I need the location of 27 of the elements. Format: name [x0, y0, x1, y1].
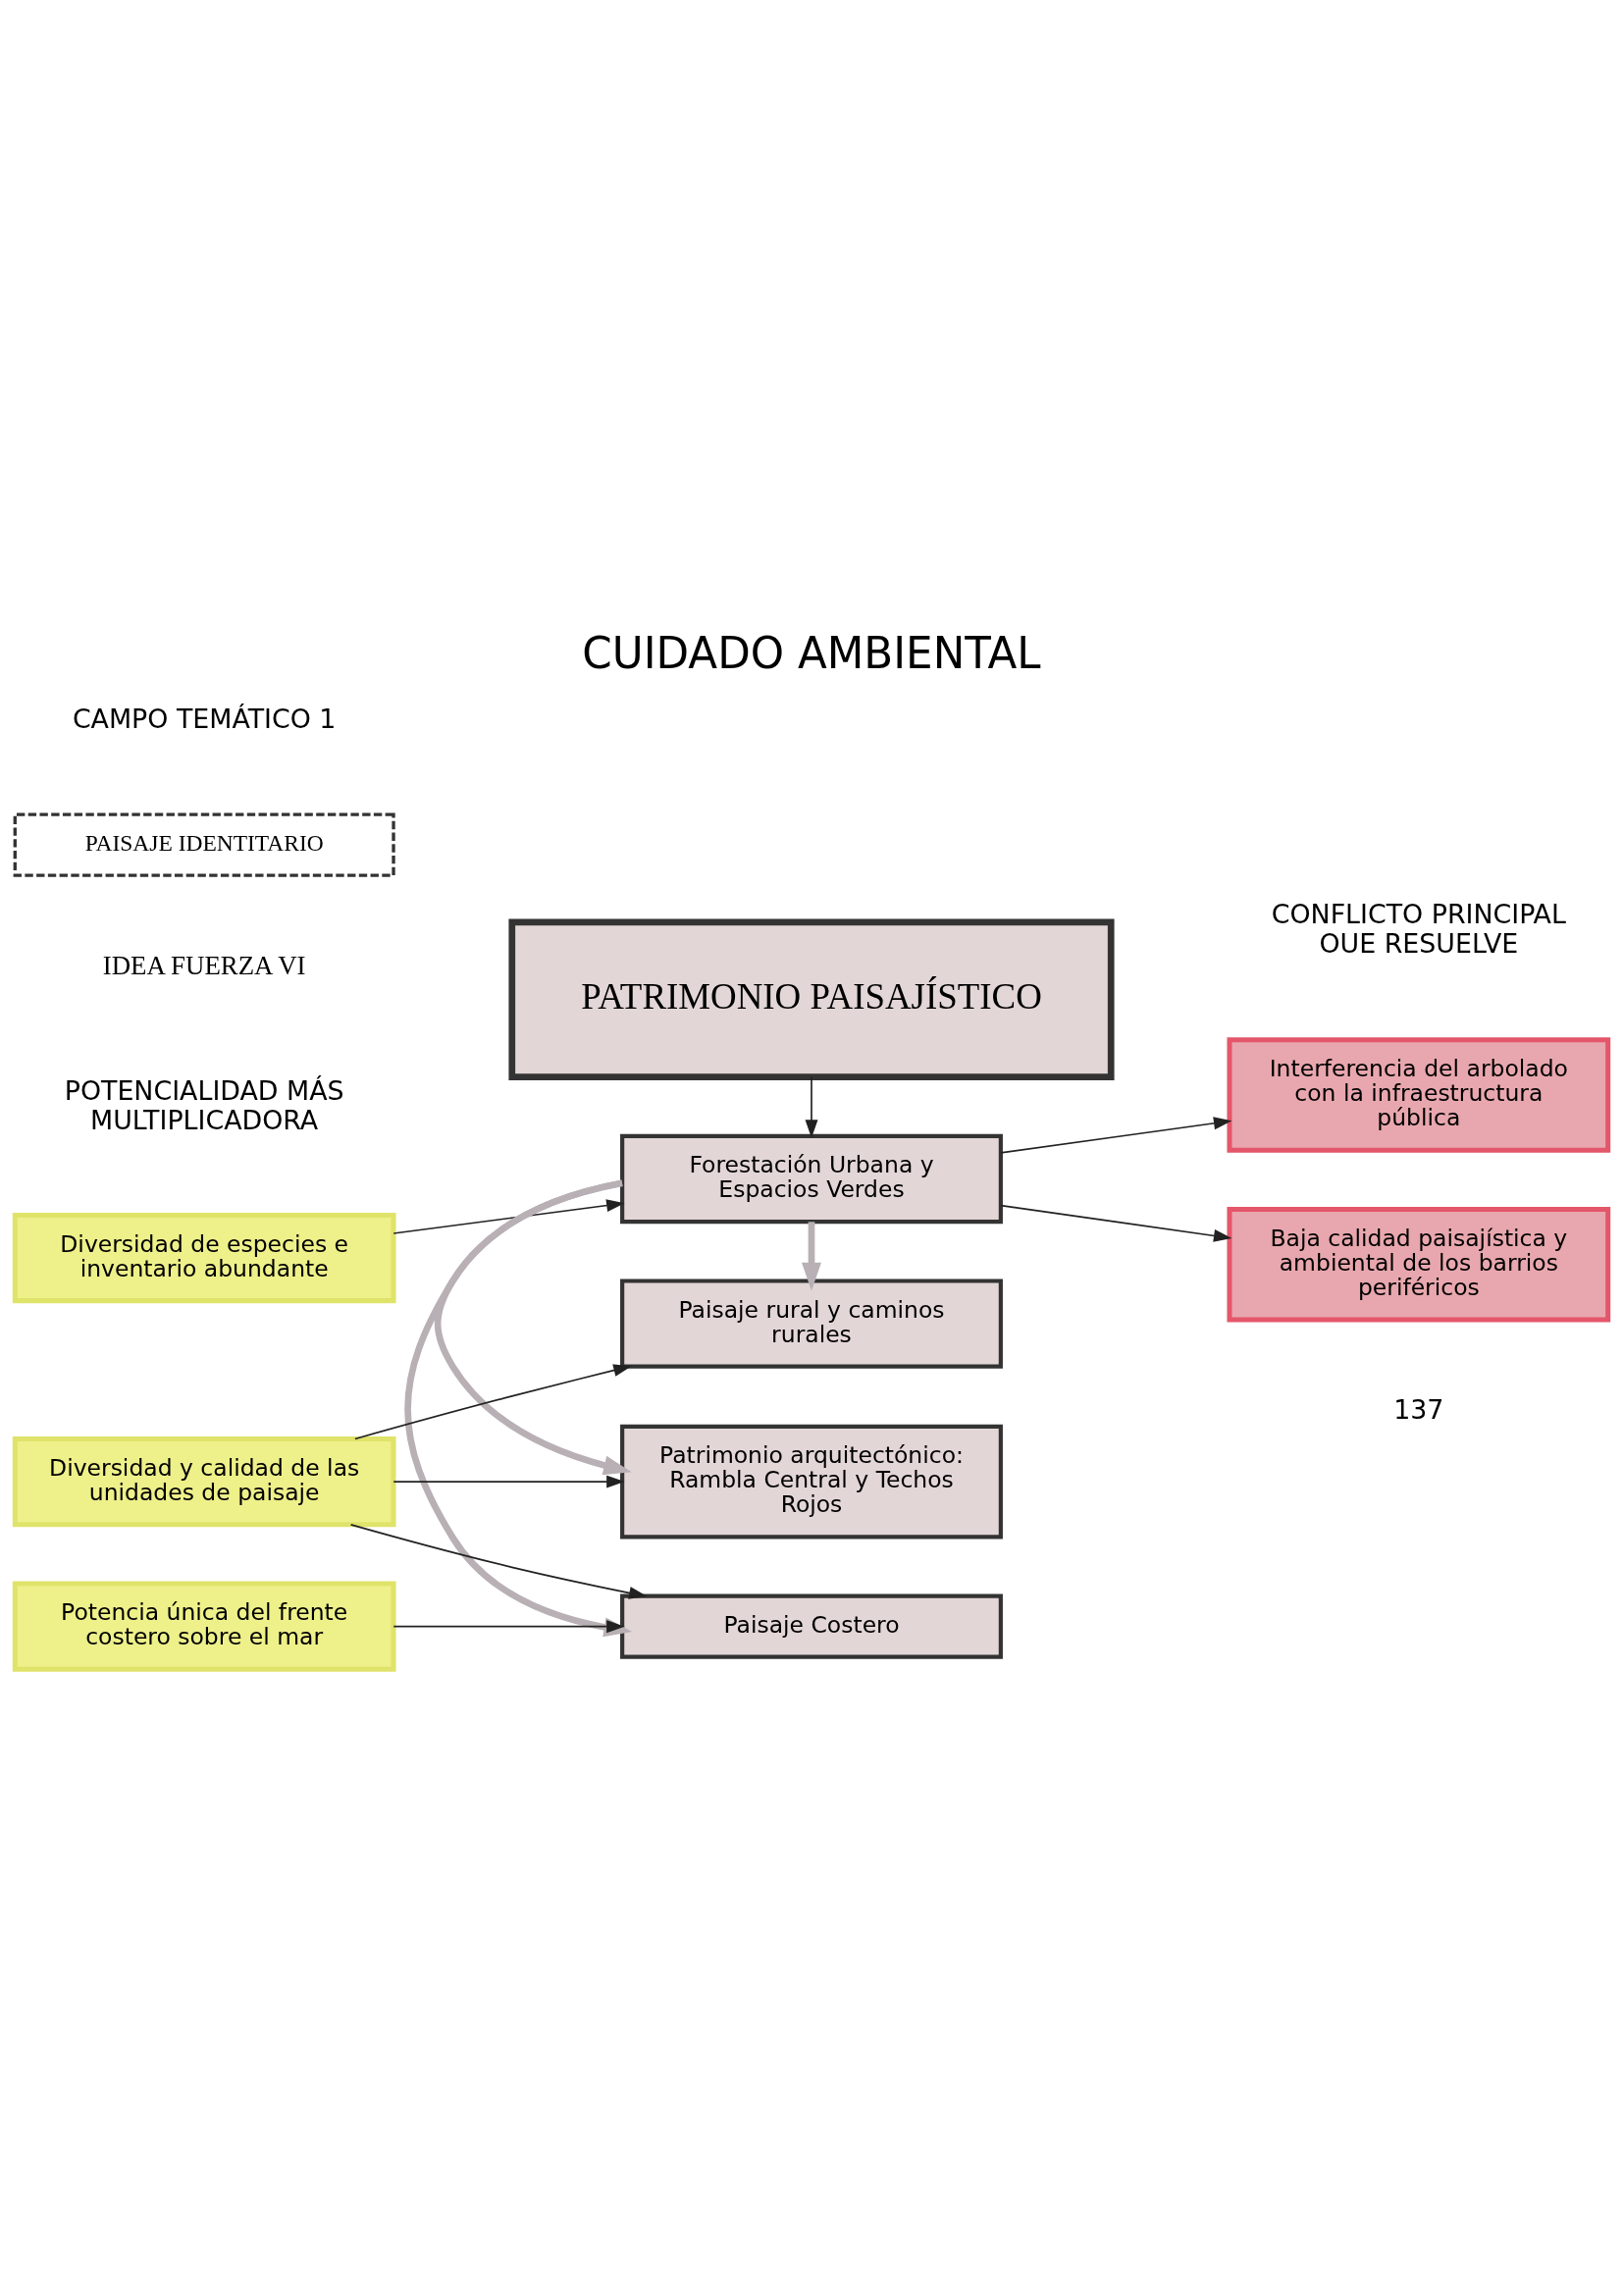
arrow: [393, 1198, 625, 1234]
node-box: Interferencia del arbolado con la infraestructura pública: [1227, 1036, 1611, 1153]
arrow: [802, 1221, 821, 1290]
arrow: [1000, 1116, 1232, 1154]
node-box: Baja calidad paisajística y ambiental de los barrios periféricos: [1227, 1206, 1611, 1322]
arrow: [354, 1363, 632, 1439]
node-box: Diversidad de especies e inventario abundante: [12, 1212, 396, 1303]
label: CAMPO TEMÁTICO 1: [72, 703, 337, 734]
node-box: Potencia única del frente costero sobre el mar: [12, 1581, 396, 1672]
arrow: [805, 1075, 818, 1138]
node-box: PAISAJE IDENTITARIO: [13, 811, 395, 877]
node-box: Paisaje rural y caminos rurales: [620, 1278, 1003, 1369]
arrow: [1000, 1204, 1232, 1242]
node-box: Forestación Urbana y Espacios Verdes: [620, 1133, 1003, 1224]
arrow: [404, 1179, 633, 1637]
diagram-title: CUIDADO AMBIENTAL: [582, 628, 1041, 678]
label: POTENCIALIDAD MÁS MULTIPLICADORA: [64, 1074, 344, 1135]
arrow: [393, 1619, 625, 1633]
label: 137: [1393, 1393, 1444, 1425]
label: CONFLICTO PRINCIPAL OUE RESUELVE: [1271, 898, 1566, 959]
label: IDEA FUERZA VI: [102, 950, 306, 980]
arrow: [349, 1523, 648, 1599]
arrow: [393, 1475, 625, 1488]
node-box: Patrimonio arquitectónico: Rambla Central y Techos Rojos: [620, 1424, 1003, 1539]
node-box: Paisaje Costero: [620, 1593, 1003, 1659]
node-box: Diversidad y calidad de las unidades de paisaje: [12, 1435, 396, 1527]
node-box: PATRIMONIO PAISAJÍSTICO: [508, 918, 1115, 1080]
